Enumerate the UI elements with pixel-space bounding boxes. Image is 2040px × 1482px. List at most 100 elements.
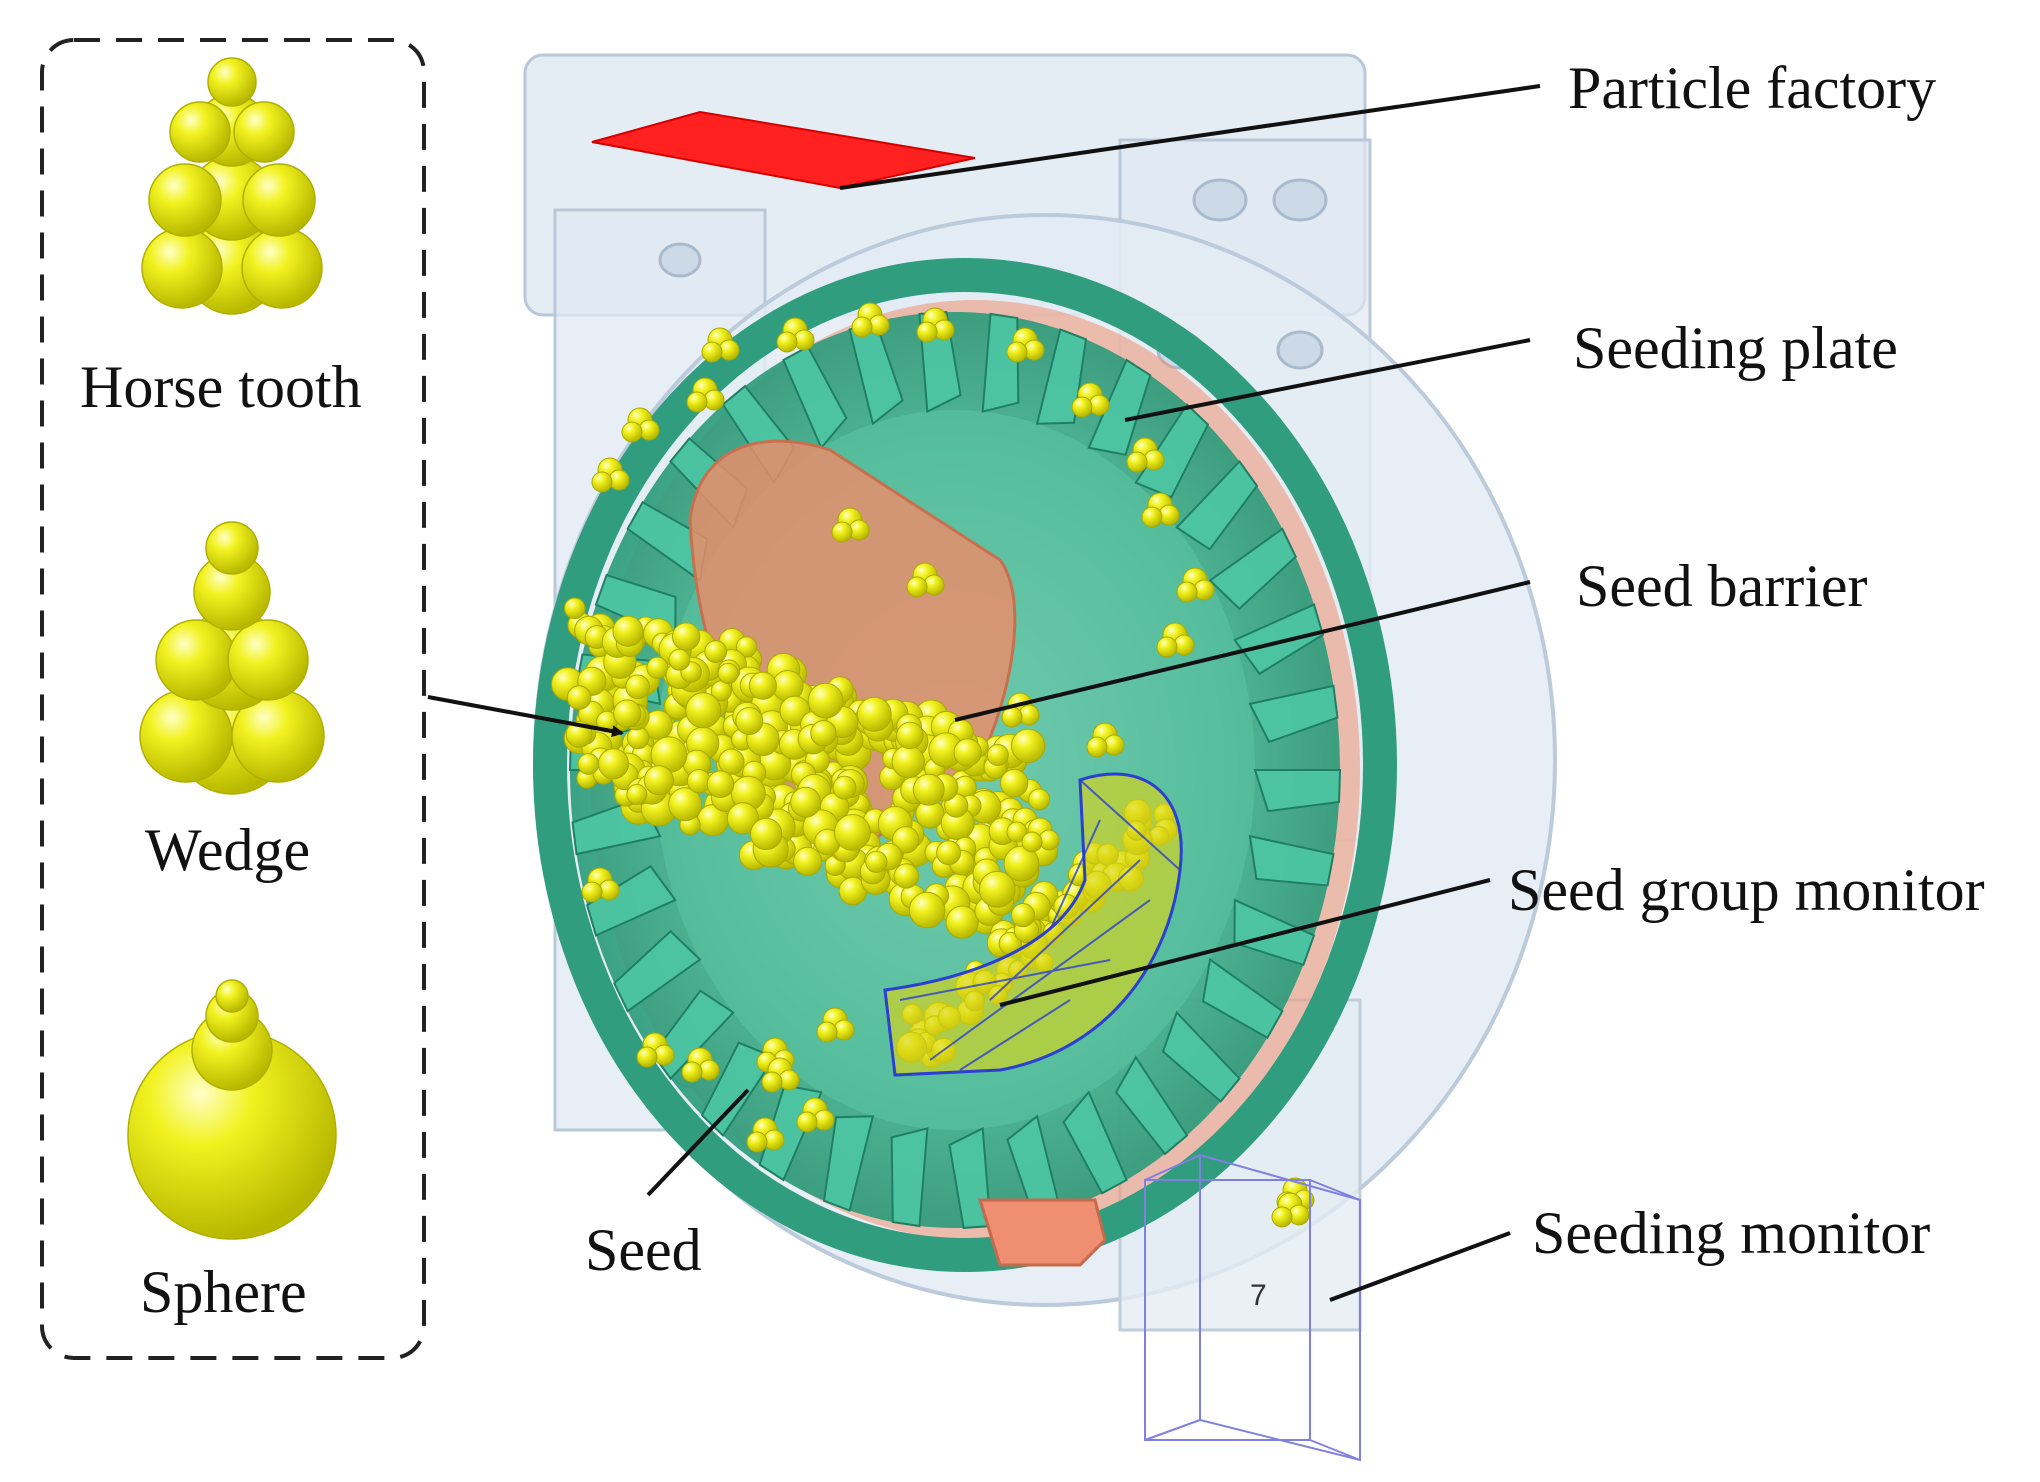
seed xyxy=(563,597,586,620)
seed xyxy=(832,775,857,800)
seed xyxy=(1271,1206,1293,1228)
seed xyxy=(1126,451,1148,473)
seed xyxy=(833,813,871,851)
seed xyxy=(1071,396,1093,418)
plate-tooth xyxy=(1134,402,1210,499)
plate-tooth xyxy=(1087,358,1152,456)
seed xyxy=(591,471,613,493)
seeding-monitor-count: 7 xyxy=(1250,1279,1267,1312)
seeding-monitor-box xyxy=(1144,1153,1361,1462)
seed xyxy=(581,881,603,903)
seed xyxy=(1006,341,1028,363)
seed xyxy=(1003,845,1040,882)
seed xyxy=(681,1061,703,1083)
seed xyxy=(936,840,962,866)
seed xyxy=(748,671,777,700)
seed xyxy=(978,870,1016,908)
seed xyxy=(1156,636,1178,658)
label-particle-factory: Particle factory xyxy=(1568,55,1937,121)
plate-tooth xyxy=(822,1115,875,1212)
seed xyxy=(636,1046,658,1068)
seed xyxy=(685,692,722,729)
seed xyxy=(1028,788,1051,811)
seed xyxy=(577,753,600,775)
seed xyxy=(896,721,924,750)
wedge-seed-icon xyxy=(139,521,325,795)
seed xyxy=(706,770,735,799)
plate-tooth xyxy=(613,929,702,1013)
seed xyxy=(851,316,873,338)
label-seeding-monitor: Seeding monitor xyxy=(1532,1200,1931,1266)
plate-tooth xyxy=(1114,1055,1189,1156)
seed xyxy=(1021,831,1043,853)
sphere-seed-icon xyxy=(127,979,337,1240)
leader-line-particle-factory xyxy=(839,84,1541,190)
seed xyxy=(1141,506,1163,528)
leader-line-seeding-plate xyxy=(1124,338,1531,422)
plate-tooth xyxy=(1248,834,1335,887)
seed xyxy=(810,720,837,747)
seed xyxy=(776,331,798,353)
seed xyxy=(893,863,920,889)
seed xyxy=(612,615,644,647)
seed xyxy=(701,341,723,363)
seed xyxy=(793,846,823,876)
seed-group-monitor xyxy=(883,772,1183,1077)
seed xyxy=(621,421,643,443)
seed xyxy=(643,765,674,796)
seed xyxy=(986,743,1009,767)
seed-type-name-horse-tooth: Horse tooth xyxy=(80,354,362,420)
plate-tooth xyxy=(1233,603,1325,676)
seed xyxy=(908,891,946,929)
seed xyxy=(750,817,783,851)
plate-tooth xyxy=(890,1127,929,1228)
plate-tooth xyxy=(1208,527,1297,611)
leader-line-seeding-monitor xyxy=(1329,1231,1511,1302)
seed xyxy=(953,738,982,767)
seed-type-name-wedge: Wedge xyxy=(145,817,311,883)
seed xyxy=(816,1021,838,1043)
label-seed-barrier: Seed barrier xyxy=(1576,553,1868,619)
seed xyxy=(717,662,739,684)
seed xyxy=(945,905,979,939)
seed xyxy=(1176,581,1198,603)
label-seed-group-monitor: Seed group monitor xyxy=(1508,857,1985,923)
plate-tooth xyxy=(1253,769,1342,813)
seed xyxy=(761,1071,783,1093)
particle-factory xyxy=(591,110,976,190)
seed xyxy=(718,748,745,775)
seed xyxy=(807,682,844,719)
seed xyxy=(831,521,853,543)
seed xyxy=(671,622,701,651)
seed xyxy=(892,826,920,854)
seed-type-name-sphere: Sphere xyxy=(140,1259,307,1325)
leader-line-seed-barrier xyxy=(954,580,1531,722)
horse-tooth-seed-icon xyxy=(141,57,323,315)
seed xyxy=(891,744,925,779)
seed xyxy=(790,786,822,818)
seed xyxy=(912,773,945,806)
seed xyxy=(668,787,703,822)
outlet-tab xyxy=(977,1198,1107,1267)
plate-tooth xyxy=(700,1041,776,1138)
seed-shape-icons xyxy=(127,57,337,1240)
seed xyxy=(1086,736,1108,758)
seed xyxy=(916,321,938,343)
plate-tooth xyxy=(1035,328,1088,425)
plate-tooth xyxy=(585,864,677,937)
legend-arrow xyxy=(427,695,624,738)
seed xyxy=(856,696,892,732)
plate-tooth xyxy=(1161,1010,1241,1103)
seed xyxy=(865,850,888,873)
seed xyxy=(735,636,758,658)
seed xyxy=(704,640,728,663)
seed xyxy=(735,706,764,735)
seed xyxy=(1010,903,1036,928)
seed xyxy=(668,648,691,671)
seed xyxy=(626,726,650,750)
seed xyxy=(613,699,642,728)
seed xyxy=(686,391,708,413)
seed xyxy=(626,783,648,805)
